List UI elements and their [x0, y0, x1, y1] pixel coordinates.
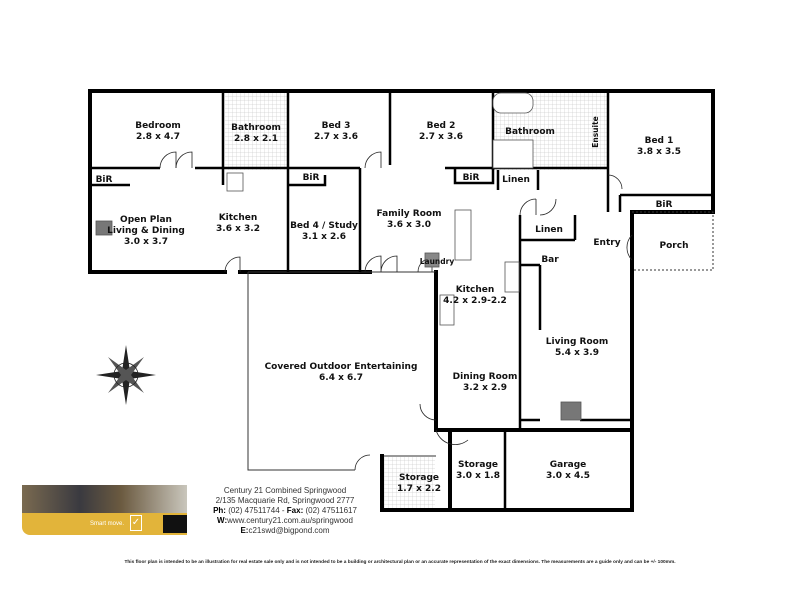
room-label: Living & Dining	[107, 226, 185, 236]
bir-label: BiR	[96, 175, 113, 185]
room-size: 3.0 x 3.7	[124, 237, 168, 247]
room-label: Ensuite	[591, 116, 600, 148]
disclaimer: This floor plan is intended to be an ill…	[124, 560, 676, 565]
bathroom-tiles	[225, 92, 287, 170]
room-label: Kitchen	[456, 285, 495, 295]
room-size: 6.4 x 6.7	[319, 373, 363, 383]
web-label: W:	[217, 516, 228, 525]
room-label: Dining Room	[453, 372, 518, 382]
room-size: 2.8 x 2.1	[234, 134, 278, 144]
room-size: 3.2 x 2.9	[463, 383, 507, 393]
agency-banner: Smart move. ✓	[22, 485, 187, 535]
room-size: 5.4 x 3.9	[555, 348, 599, 358]
phone-label: Ph:	[213, 506, 226, 515]
porch-outline	[632, 211, 714, 271]
room-label: Bedroom	[135, 121, 181, 131]
bir-label: BiR	[463, 173, 480, 183]
room-label: Bathroom	[505, 127, 555, 137]
linen-label: Linen	[535, 225, 563, 235]
bir-label: BiR	[303, 173, 320, 183]
room-size: 2.7 x 3.6	[314, 132, 358, 142]
room-label: Bed 1	[645, 136, 674, 146]
phone-number: (02) 47511744	[228, 506, 280, 515]
room-label: Garage	[550, 460, 587, 470]
room-label: Kitchen	[219, 213, 258, 223]
agency-name: Century 21 Combined Springwood	[223, 486, 347, 495]
fax-number: (02) 47511617	[305, 506, 357, 515]
website-link[interactable]: www.century21.com.au/springwood	[227, 516, 353, 525]
room-label: Open Plan	[120, 215, 172, 225]
bir-label: BiR	[656, 200, 673, 210]
checkmark-icon: ✓	[130, 515, 142, 531]
compass-rose-icon	[96, 345, 156, 405]
room-size: 3.6 x 3.2	[216, 224, 260, 234]
room-label: Laundry	[420, 257, 455, 266]
agency-email-line: E:c21swd@bigpond.com	[190, 526, 380, 536]
room-size: 4.2 x 2.9-2.2	[443, 296, 507, 306]
room-label: Entry	[593, 238, 620, 248]
email-link[interactable]: c21swd@bigpond.com	[248, 526, 330, 535]
door-swings	[159, 151, 633, 471]
banner-slogan: Smart move.	[90, 521, 125, 527]
room-size: 2.7 x 3.6	[419, 132, 463, 142]
walls	[88, 89, 715, 512]
agency-details: Century 21 Combined Springwood 2/135 Mac…	[190, 486, 380, 536]
room-label: Bathroom	[231, 123, 281, 133]
linen-label: Linen	[502, 175, 530, 185]
room-size: 3.1 x 2.6	[302, 232, 346, 242]
room-label: Bed 4 / Study	[290, 221, 358, 231]
room-size: 3.6 x 3.0	[387, 220, 431, 230]
separator: -	[281, 506, 285, 515]
room-size: 1.7 x 2.2	[397, 484, 441, 494]
room-size: 3.8 x 3.5	[637, 147, 681, 157]
agency-address: 2/135 Macquarie Rd, Springwood 2777	[215, 496, 355, 505]
room-size: 2.8 x 4.7	[136, 132, 180, 142]
fixtures	[95, 92, 582, 421]
banner-bar	[22, 513, 187, 535]
room-size: 3.0 x 1.8	[456, 471, 500, 481]
room-label: Bed 3	[322, 121, 351, 131]
agency-phone-line: Ph: (02) 47511744 - Fax: (02) 47511617	[190, 506, 380, 516]
room-label: Covered Outdoor Entertaining	[265, 362, 418, 372]
room-label: Porch	[660, 241, 689, 251]
century21-logo	[163, 515, 187, 533]
banner-photo	[22, 485, 187, 513]
room-label: Storage	[458, 460, 498, 470]
fax-label: Fax:	[286, 506, 304, 515]
room-label: Living Room	[546, 337, 608, 347]
agency-web-line: W:www.century21.com.au/springwood	[190, 516, 380, 526]
email-label: E:	[240, 526, 249, 535]
room-size: 3.0 x 4.5	[546, 471, 590, 481]
room-label: Storage	[399, 473, 439, 483]
room-label: Bed 2	[427, 121, 456, 131]
room-label: Family Room	[377, 209, 442, 219]
room-label: Bar	[541, 255, 559, 265]
storage-tiles	[383, 457, 435, 509]
